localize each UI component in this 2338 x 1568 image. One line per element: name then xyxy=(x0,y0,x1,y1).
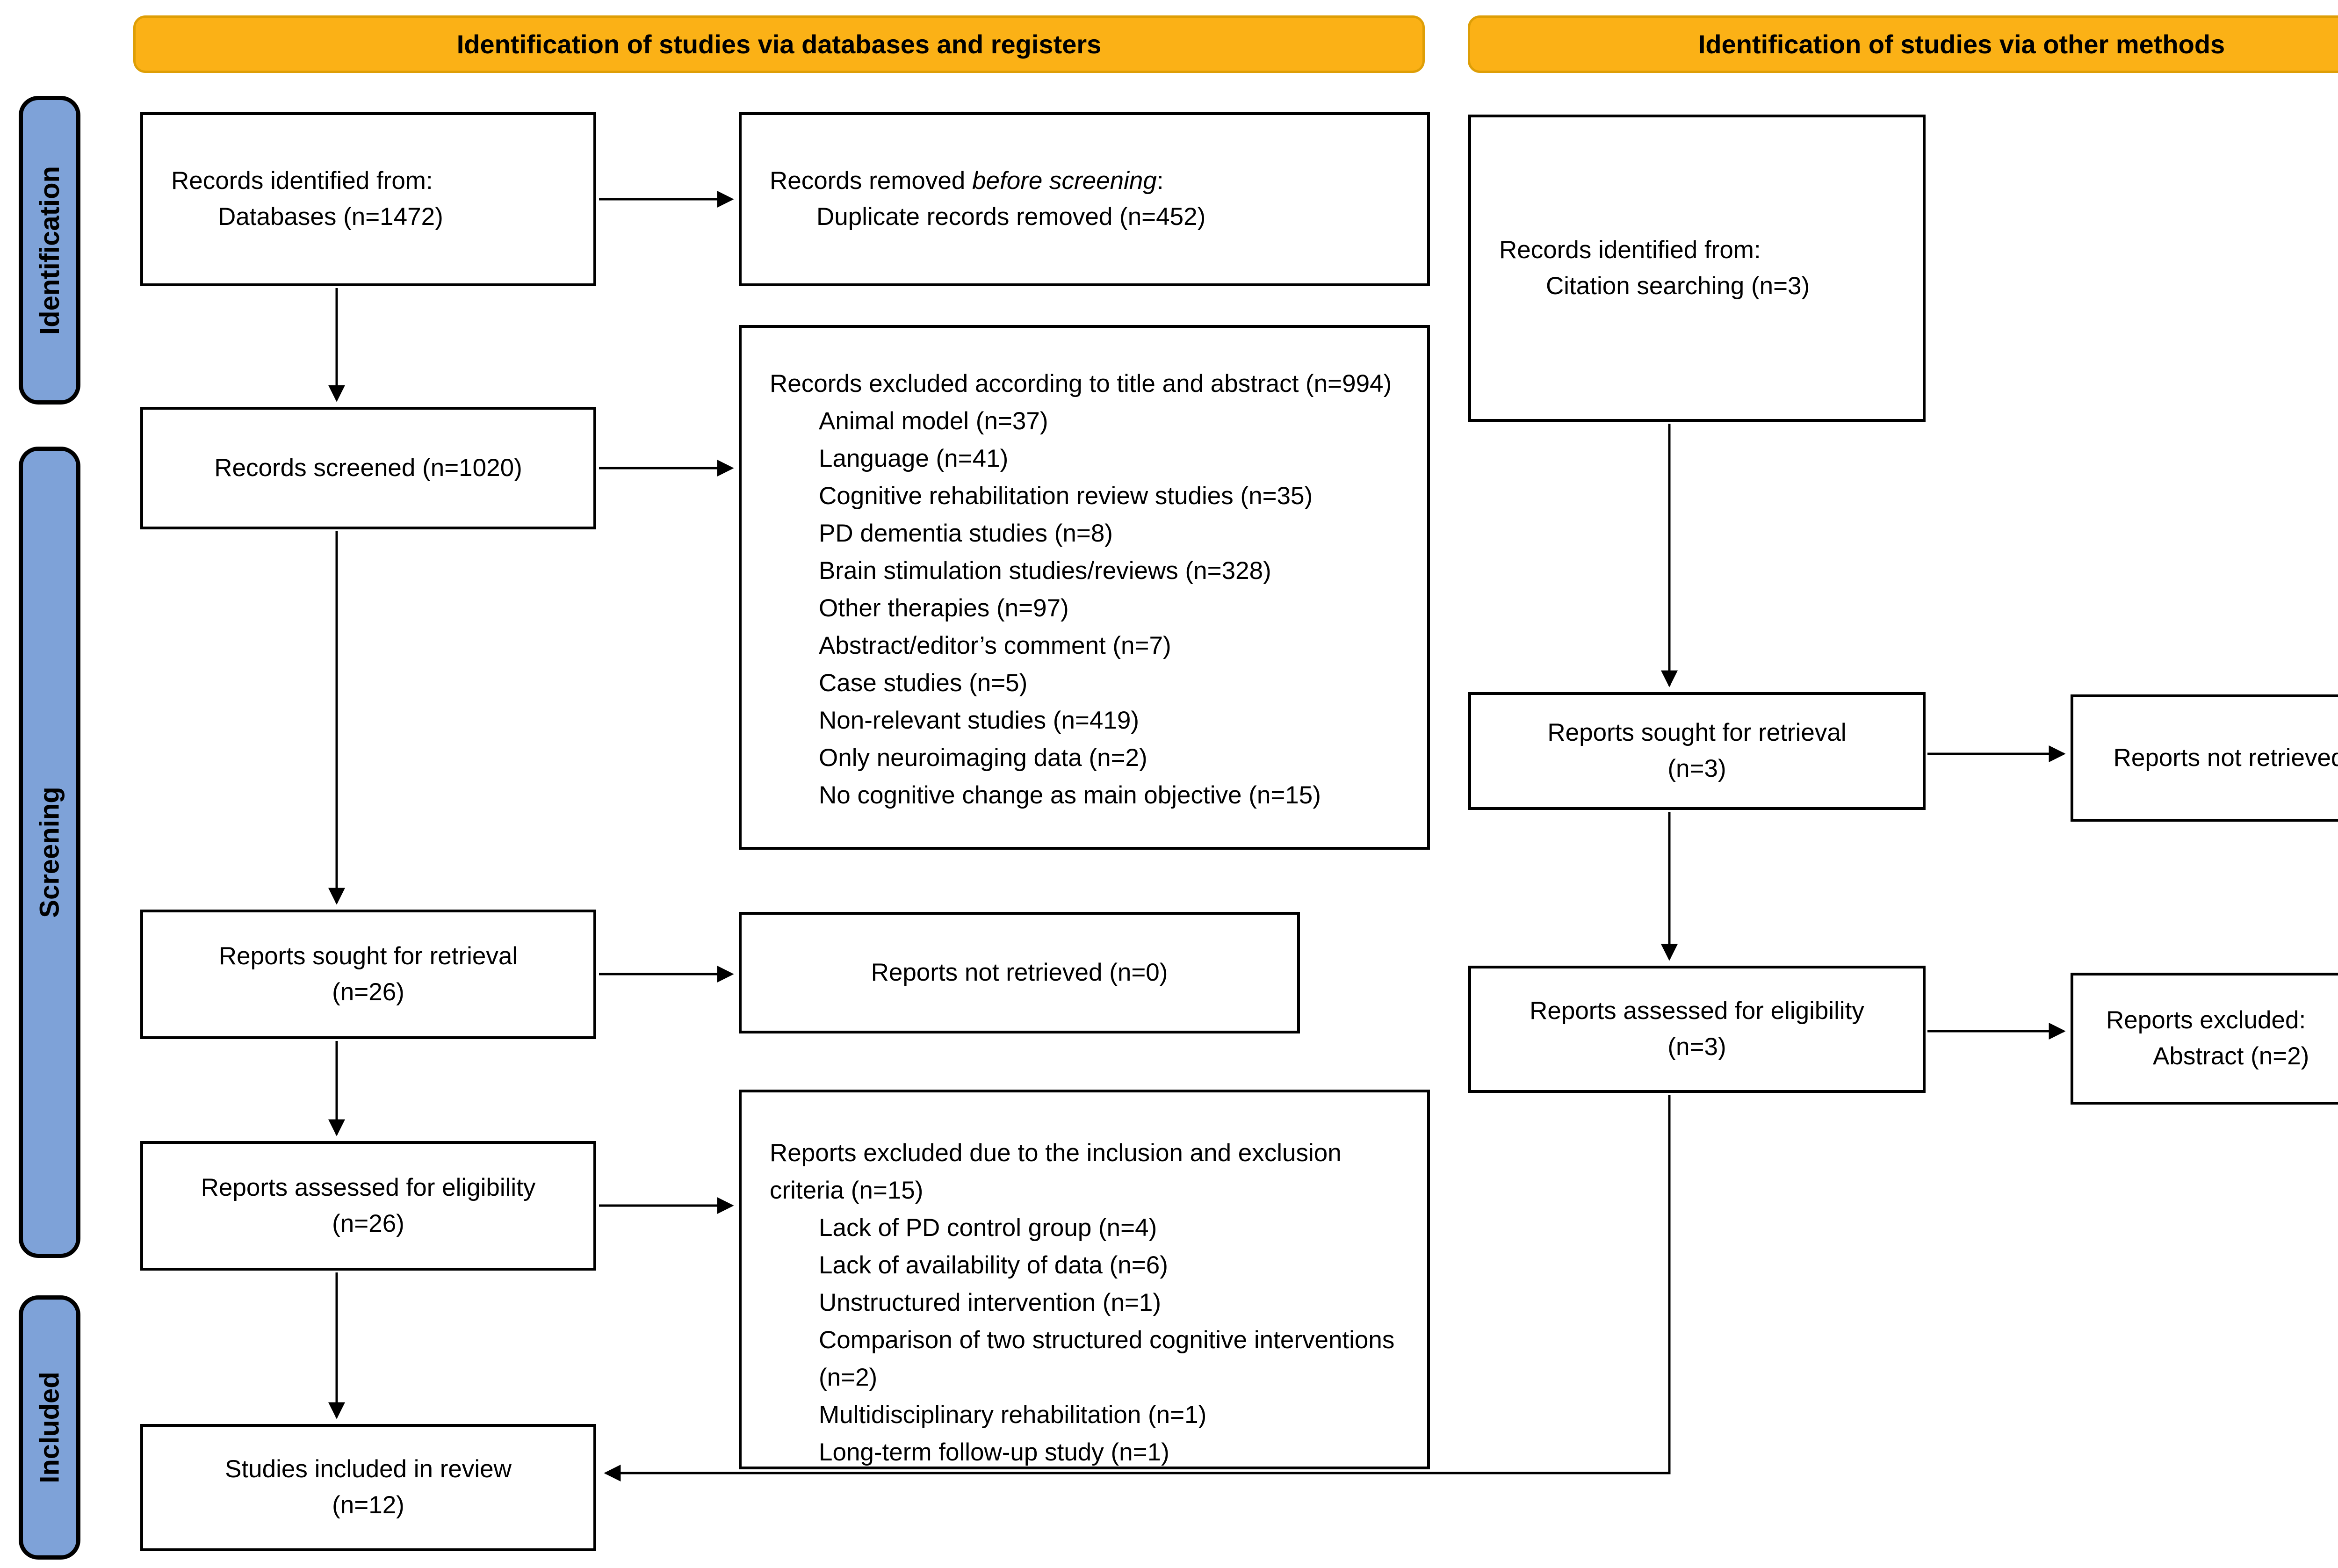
records-excluded-item: PD dementia studies (n=8) xyxy=(819,520,1113,547)
records-excluded-item: Animal model (n=37) xyxy=(819,407,1048,435)
stage-screening: Screening xyxy=(19,447,80,1258)
records-excluded-item: Abstract/editor’s comment (n=7) xyxy=(819,632,1171,659)
banner-databases-registers: Identification of studies via databases … xyxy=(133,15,1425,73)
reports-assessed-other-line1: Reports assessed for eligibility xyxy=(1530,997,1864,1025)
stage-identification: Identification xyxy=(19,96,80,405)
records-excluded-item: No cognitive change as main objective (n… xyxy=(819,781,1321,809)
box-records-screened: Records screened (n=1020) xyxy=(140,407,596,529)
stage-included: Included xyxy=(19,1295,80,1560)
box-reports-not-retrieved-databases: Reports not retrieved (n=0) xyxy=(739,912,1300,1033)
records-removed-line2: Duplicate records removed (n=452) xyxy=(816,203,1206,231)
records-removed-italic: before screening xyxy=(972,167,1157,195)
box-reports-sought-databases: Reports sought for retrieval (n=26) xyxy=(140,910,596,1039)
studies-included-line1: Studies included in review xyxy=(225,1455,512,1483)
records-removed-line1: Records removed before screening: xyxy=(770,163,1413,199)
reports-excluded-criteria-item: Comparison of two structured cognitive i… xyxy=(819,1326,1395,1391)
records-excluded-item: Case studies (n=5) xyxy=(819,669,1028,697)
box-studies-included: Studies included in review (n=12) xyxy=(140,1424,596,1551)
reports-excluded-other-line1: Reports excluded: xyxy=(2106,1006,2306,1034)
records-identified-db-line2: Databases (n=1472) xyxy=(218,203,443,231)
box-reports-not-retrieved-other: Reports not retrieved (n=0) xyxy=(2071,694,2338,822)
records-excluded-header: Records excluded according to title and … xyxy=(770,370,1392,397)
stage-identification-label: Identification xyxy=(34,166,65,335)
records-identified-citation-line2: Citation searching (n=3) xyxy=(1546,272,1810,300)
records-removed-prefix: Records removed xyxy=(770,167,973,195)
reports-not-retrieved-db-label: Reports not retrieved (n=0) xyxy=(871,958,1168,986)
records-removed-suffix: : xyxy=(1156,167,1164,195)
banner-other-methods: Identification of studies via other meth… xyxy=(1468,15,2338,73)
box-records-identified-databases: Records identified from: Databases (n=14… xyxy=(140,112,596,286)
reports-sought-other-line1: Reports sought for retrieval xyxy=(1547,719,1847,747)
reports-excluded-other-line2: Abstract (n=2) xyxy=(2153,1042,2309,1070)
box-reports-sought-other: Reports sought for retrieval (n=3) xyxy=(1468,692,1926,810)
records-screened-label: Records screened (n=1020) xyxy=(214,454,522,482)
records-excluded-item: Brain stimulation studies/reviews (n=328… xyxy=(819,557,1271,585)
records-excluded-item: Cognitive rehabilitation review studies … xyxy=(819,482,1313,510)
stage-included-label: Included xyxy=(34,1372,65,1483)
studies-included-line2: (n=12) xyxy=(332,1491,404,1519)
reports-sought-other-line2: (n=3) xyxy=(1667,755,1726,782)
box-reports-excluded-criteria: Reports excluded due to the inclusion an… xyxy=(739,1090,1430,1469)
reports-excluded-criteria-item: Lack of availability of data (n=6) xyxy=(819,1251,1168,1279)
box-records-removed-before-screening: Records removed before screening: Duplic… xyxy=(739,112,1430,286)
box-reports-excluded-abstract: Reports excluded: Abstract (n=2) xyxy=(2071,973,2338,1105)
reports-not-retrieved-other-label: Reports not retrieved (n=0) xyxy=(2113,744,2338,772)
reports-excluded-criteria-item: Multidisciplinary rehabilitation (n=1) xyxy=(819,1401,1207,1429)
reports-assessed-other-line2: (n=3) xyxy=(1667,1033,1726,1061)
reports-excluded-criteria-item: Unstructured intervention (n=1) xyxy=(819,1289,1162,1316)
stage-screening-label: Screening xyxy=(34,787,65,918)
records-identified-db-line1: Records identified from: xyxy=(171,167,433,195)
reports-assessed-db-line2: (n=26) xyxy=(332,1209,404,1237)
banner-other-methods-label: Identification of studies via other meth… xyxy=(1698,29,2225,59)
box-reports-assessed-databases: Reports assessed for eligibility (n=26) xyxy=(140,1141,596,1271)
records-excluded-item: Only neuroimaging data (n=2) xyxy=(819,744,1147,772)
reports-sought-db-line2: (n=26) xyxy=(332,978,404,1006)
box-records-identified-citation: Records identified from: Citation search… xyxy=(1468,115,1926,422)
box-reports-assessed-other: Reports assessed for eligibility (n=3) xyxy=(1468,966,1926,1093)
reports-sought-db-line1: Reports sought for retrieval xyxy=(218,942,518,970)
reports-excluded-criteria-header: Reports excluded due to the inclusion an… xyxy=(770,1139,1342,1204)
records-excluded-item: Language (n=41) xyxy=(819,445,1009,472)
banner-databases-registers-label: Identification of studies via databases … xyxy=(456,29,1102,59)
reports-assessed-db-line1: Reports assessed for eligibility xyxy=(201,1173,536,1201)
records-identified-citation-line1: Records identified from: xyxy=(1499,236,1761,264)
box-records-excluded-title-abstract: Records excluded according to title and … xyxy=(739,325,1430,850)
records-excluded-item: Other therapies (n=97) xyxy=(819,594,1069,622)
reports-excluded-criteria-item: Long-term follow-up study (n=1) xyxy=(819,1438,1169,1466)
records-excluded-item: Non-relevant studies (n=419) xyxy=(819,707,1139,734)
reports-excluded-criteria-item: Lack of PD control group (n=4) xyxy=(819,1214,1157,1242)
